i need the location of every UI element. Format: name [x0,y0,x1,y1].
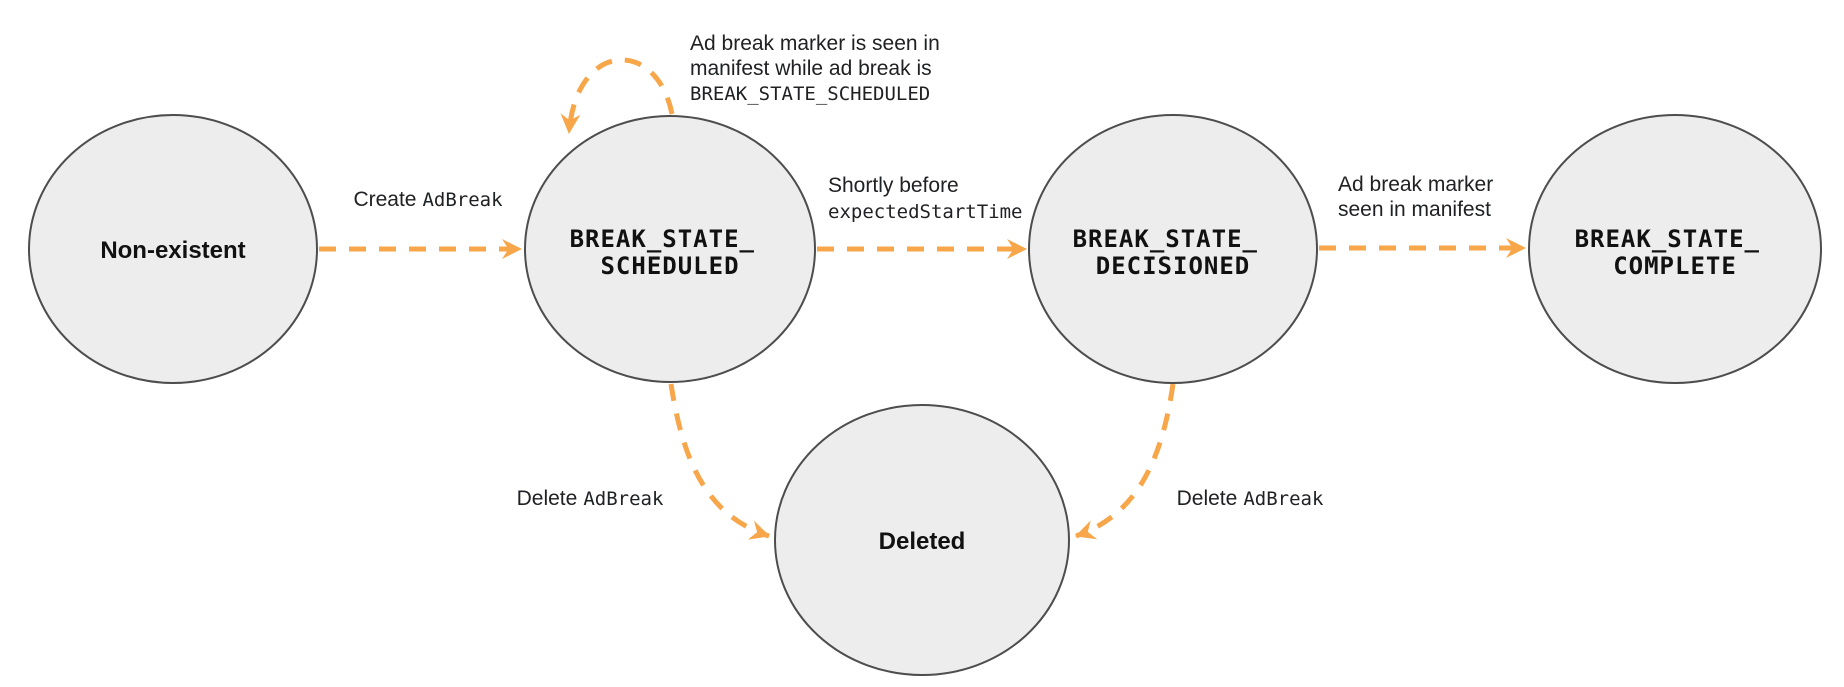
edge-label-create-adbreak: Create AdBreak [353,188,503,211]
node-label-line: BREAK_STATE_ [1575,225,1760,253]
edge-label-code: AdBreak [422,189,503,211]
edge-decisioned-to-deleted [1075,383,1176,540]
edge-label-line: Ad break marker is seen in [690,32,940,55]
state-node-break-state-scheduled [524,115,816,383]
edge-scheduled-to-deleted [668,383,770,540]
node-label-deleted: Deleted [879,528,966,555]
node-label-line: DECISIONED [1096,252,1251,280]
edge-label-code: AdBreak [583,488,664,510]
edge-label-self-loop: Ad break marker is seen in manifest whil… [690,32,946,105]
state-node-break-state-complete [1528,114,1822,384]
edge-label-text: Delete [1177,487,1238,510]
edge-label-code: BREAK_STATE_SCHEDULED [690,83,930,105]
edge-label-code: AdBreak [1243,488,1324,510]
state-node-break-state-decisioned [1028,114,1318,384]
edge-label-line: manifest while ad break is [690,57,932,80]
edge-label-line: Shortly before [828,174,959,197]
edge-label-text: Delete [517,487,578,510]
node-label-line: SCHEDULED [600,252,739,280]
node-label-break-state-complete: BREAK_STATE_ COMPLETE [1575,225,1776,280]
node-label-non-existent: Non-existent [100,237,245,264]
state-node-non-existent [28,114,318,384]
node-label-break-state-decisioned: BREAK_STATE_ DECISIONED [1073,225,1274,280]
node-label-line: BREAK_STATE_ [570,225,755,253]
edge-label-line: Ad break marker [1338,173,1493,196]
edge-label-shortly-before: Shortly before expectedStartTime [828,174,1022,223]
edge-label-line: seen in manifest [1338,198,1491,221]
node-label-line: COMPLETE [1613,252,1737,280]
edge-label-marker-seen: Ad break marker seen in manifest [1338,173,1499,221]
node-label-line: BREAK_STATE_ [1073,225,1258,253]
state-node-deleted [774,404,1070,676]
edge-label-code: expectedStartTime [828,201,1022,223]
node-label-break-state-scheduled: BREAK_STATE_ SCHEDULED [570,225,771,280]
edge-label-text: Create [353,188,416,211]
